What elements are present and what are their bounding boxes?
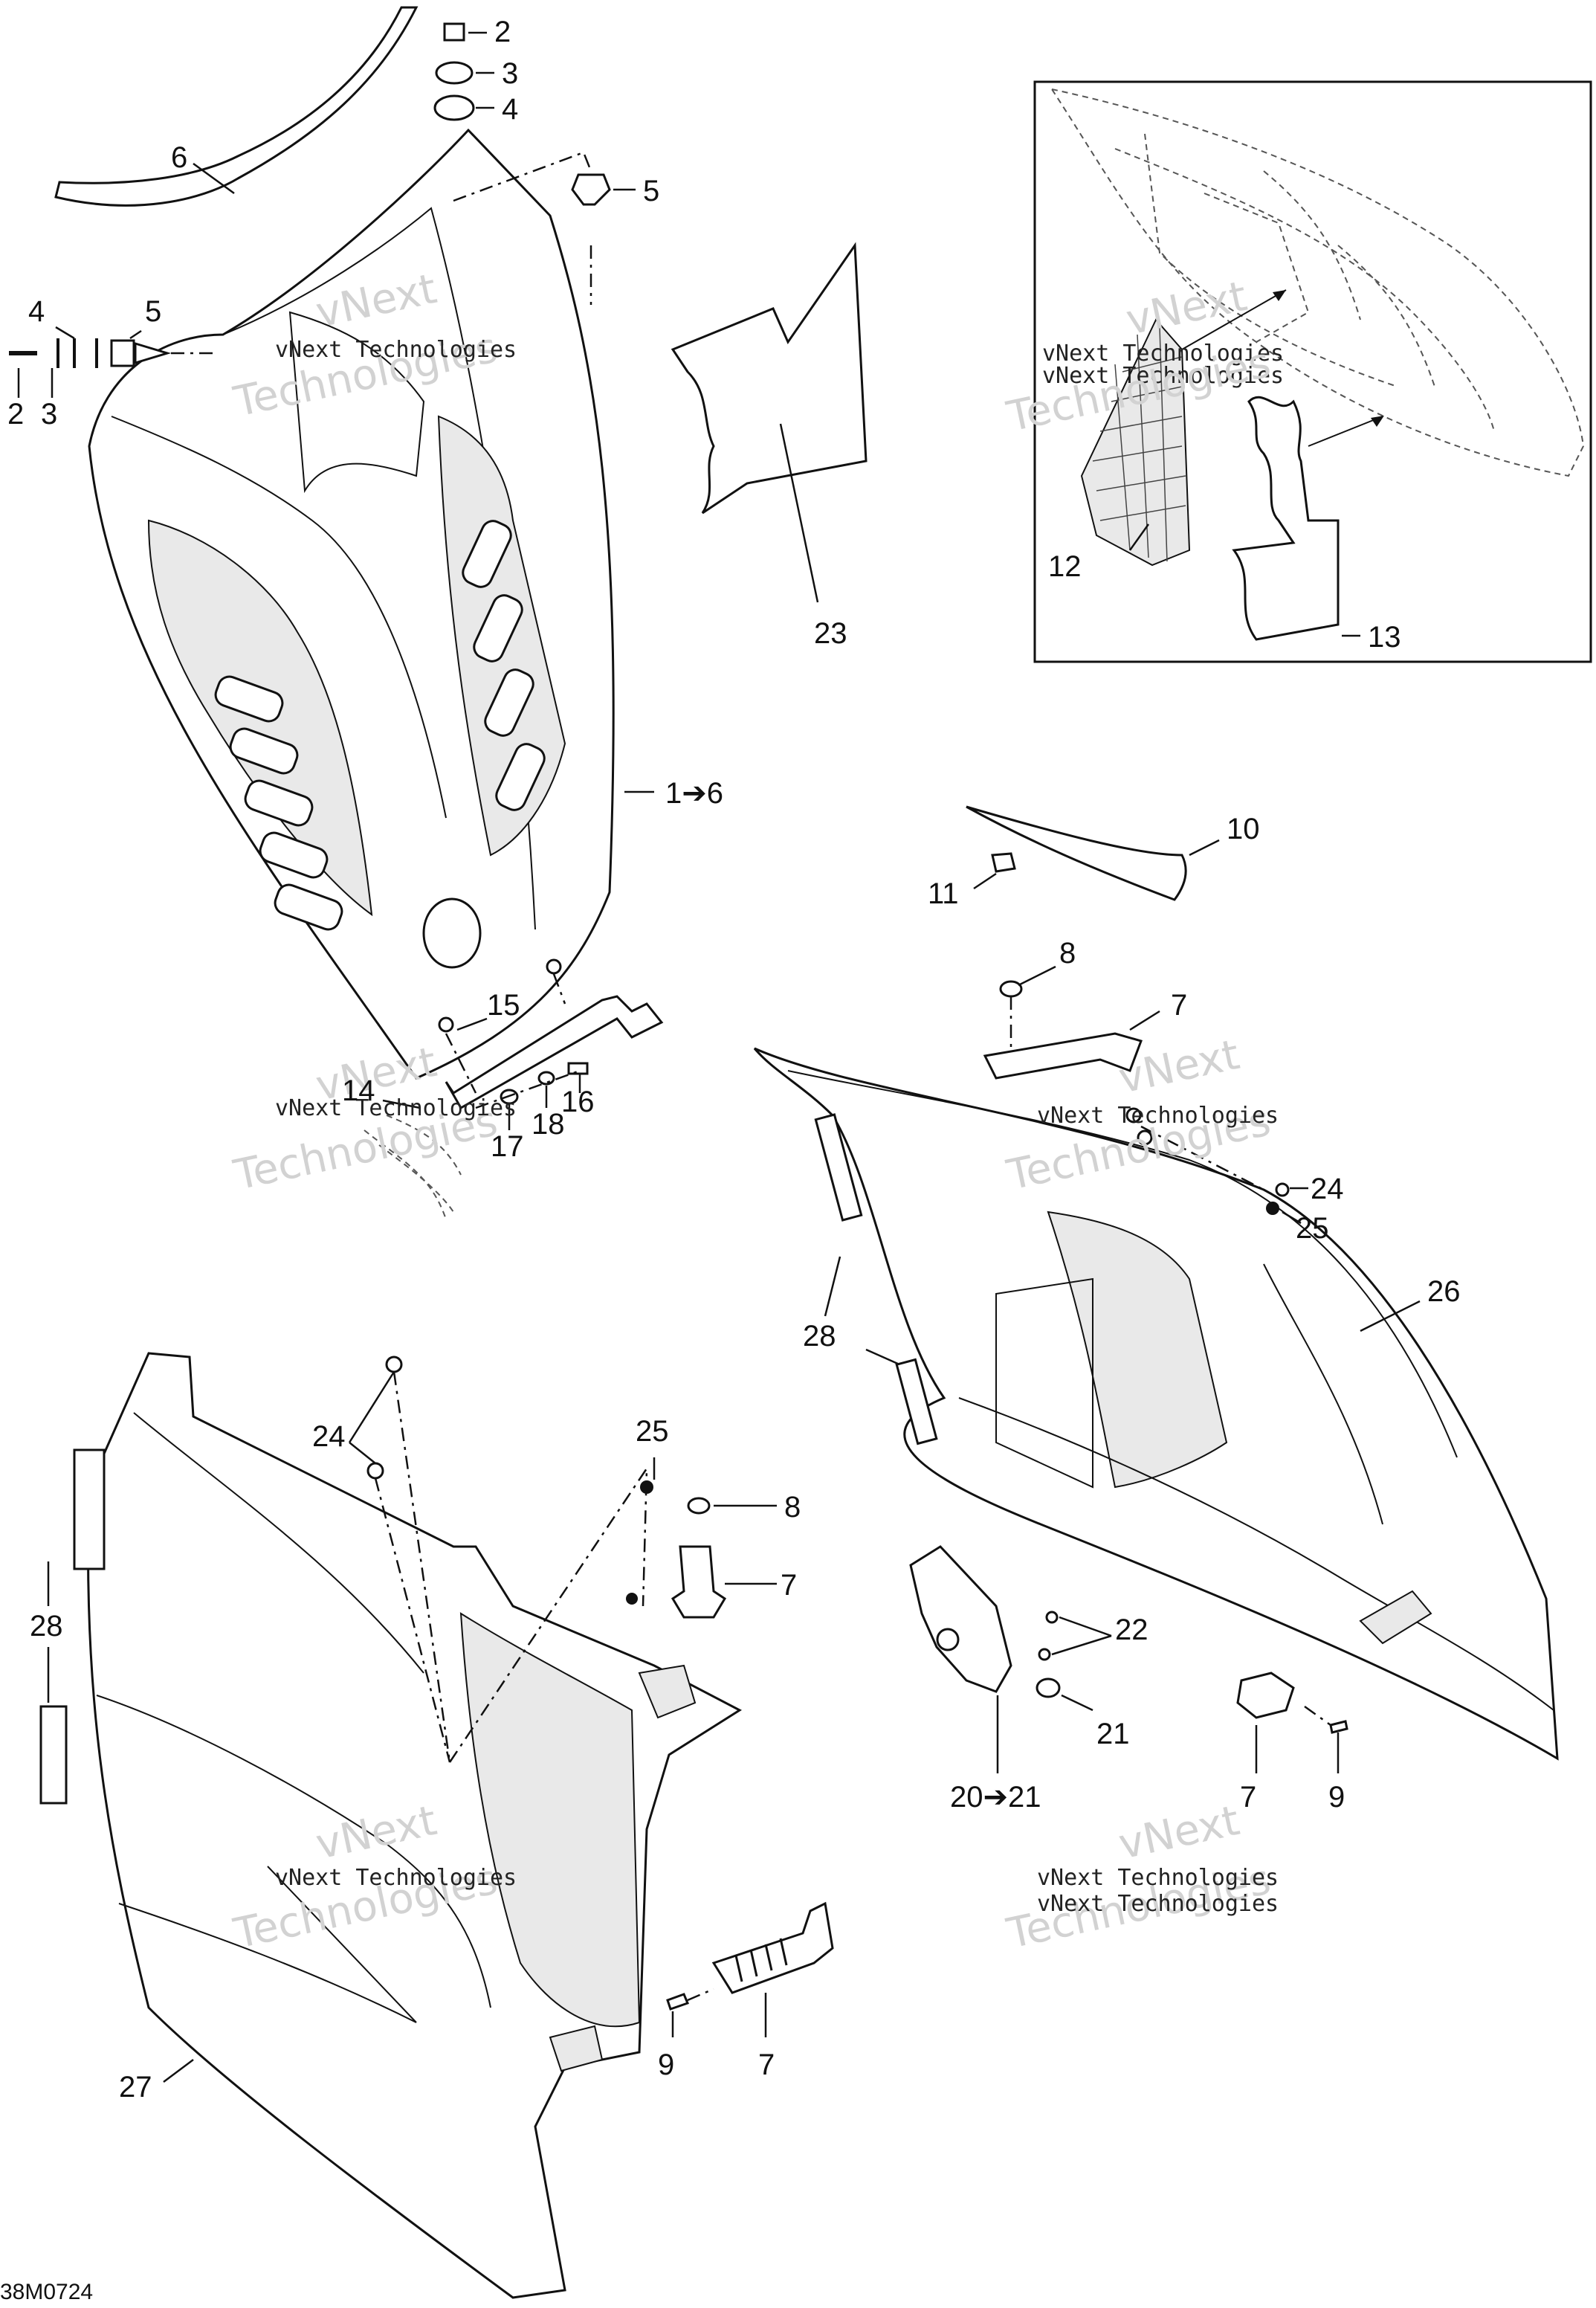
- part-4-grommet: [433, 94, 475, 121]
- callout-21: 21: [1096, 1718, 1130, 1750]
- callout-27: 27: [119, 2071, 152, 2104]
- part-28-strip: [73, 1448, 106, 1570]
- callout-24: 24: [312, 1420, 346, 1453]
- part-10-trim: [966, 805, 1187, 901]
- callout-1-to-6: 1➔6: [665, 777, 723, 810]
- callout-22: 22: [1115, 1614, 1148, 1646]
- part-9-screw: [1329, 1720, 1348, 1734]
- callout-23: 23: [814, 617, 847, 650]
- part-7-knob: [1236, 1672, 1295, 1719]
- callout-28: 28: [30, 1610, 63, 1643]
- part-28-strip: [39, 1705, 68, 1805]
- watermark-text: vNext Technologies: [1042, 341, 1284, 367]
- svg-text:vNext Technologies: vNext Technologies: [1037, 1891, 1279, 1917]
- inset-detail: vNext Technologies vNext Technologies: [1033, 80, 1592, 663]
- part-11-clip: [991, 852, 1016, 873]
- callout-3: 3: [502, 57, 518, 90]
- callout-9: 9: [658, 2048, 674, 2081]
- part-8-screw: [999, 980, 1023, 998]
- part-7-knob: [671, 1545, 727, 1619]
- callout-3: 3: [41, 398, 57, 431]
- part-14-bracket: [445, 995, 664, 1110]
- watermark-text: vNext Technologies: [1042, 363, 1284, 389]
- callout-8: 8: [784, 1491, 801, 1524]
- part-27-side-panel: [86, 1352, 743, 2299]
- callout-28: 28: [803, 1320, 836, 1353]
- svg-text:vNext Technologies: vNext Technologies: [275, 337, 517, 363]
- part-16-bolt: [567, 1062, 589, 1075]
- callout-9: 9: [1328, 1781, 1345, 1814]
- svg-text:vNext Technologies: vNext Technologies: [1037, 1103, 1279, 1129]
- callout-24: 24: [1311, 1173, 1344, 1205]
- callout-2: 2: [494, 16, 511, 48]
- callout-14: 14: [342, 1074, 375, 1107]
- hardware-row-left: [9, 326, 216, 398]
- part-7-grip-handle: [711, 1901, 834, 1994]
- part-26-side-panel: [753, 1047, 1559, 1761]
- svg-text:vNext: vNext: [1114, 1796, 1244, 1869]
- callout-13: 13: [1368, 621, 1401, 654]
- part-12-foam: [1080, 318, 1191, 567]
- callout-18: 18: [532, 1108, 565, 1141]
- callout-7: 7: [1171, 989, 1187, 1022]
- part-hood-assembly: [88, 128, 615, 1080]
- callout-11: 11: [928, 877, 959, 910]
- callout-labels: 2 3 4 5 6 4 5 2 3 23 12 13 1➔6 10 11 8 7…: [0, 16, 1461, 2304]
- part-7-handle: [983, 1032, 1143, 1080]
- svg-text:vNext: vNext: [1122, 272, 1251, 345]
- part-28-strip: [895, 1358, 938, 1445]
- callout-6: 6: [171, 141, 187, 174]
- part-3-washer: [435, 61, 474, 85]
- callout-17: 17: [491, 1130, 524, 1163]
- inset-hood-outline: [1050, 88, 1585, 477]
- callout-25: 25: [1296, 1212, 1329, 1245]
- part-18-lockwasher: [537, 1071, 555, 1086]
- callout-7: 7: [781, 1569, 797, 1602]
- part-8-screw: [687, 1497, 711, 1515]
- callout-26: 26: [1427, 1275, 1461, 1308]
- part-13-foam: [1232, 396, 1340, 641]
- svg-text:vNext Technologies: vNext Technologies: [275, 1095, 517, 1121]
- part-6-trim-strip: [54, 6, 419, 207]
- part-28-strip: [814, 1113, 863, 1222]
- callout-4: 4: [28, 295, 45, 328]
- callout-8: 8: [1059, 937, 1076, 970]
- part-2-screw: [443, 22, 465, 42]
- hardware-stack-top: [433, 22, 636, 305]
- part-20-bracket: [909, 1545, 1012, 1693]
- callout-10: 10: [1227, 813, 1260, 845]
- callout-7: 7: [758, 2048, 775, 2081]
- callout-16: 16: [561, 1086, 595, 1118]
- part-21-nut: [1036, 1677, 1061, 1698]
- hood-cap: [422, 897, 482, 969]
- bracket-assembly: [364, 958, 664, 1220]
- callout-5: 5: [643, 175, 659, 207]
- callout-5: 5: [145, 295, 161, 328]
- inset-frame: [1033, 80, 1592, 663]
- callout-20-to-21: 20➔21: [950, 1781, 1041, 1814]
- callout-2: 2: [7, 398, 24, 431]
- part-5-nut: [571, 173, 611, 206]
- part-9-screw: [666, 1993, 689, 2011]
- callout-4: 4: [502, 93, 518, 126]
- part-23-foam: [671, 242, 868, 515]
- callout-15: 15: [487, 989, 520, 1022]
- callout-25: 25: [636, 1415, 669, 1448]
- svg-text:vNext Technologies: vNext Technologies: [275, 1865, 517, 1891]
- drawing-code: 38M0724: [0, 2280, 93, 2304]
- callout-12: 12: [1048, 550, 1082, 583]
- callout-7: 7: [1240, 1781, 1256, 1814]
- svg-text:vNext Technologies: vNext Technologies: [1037, 1865, 1279, 1891]
